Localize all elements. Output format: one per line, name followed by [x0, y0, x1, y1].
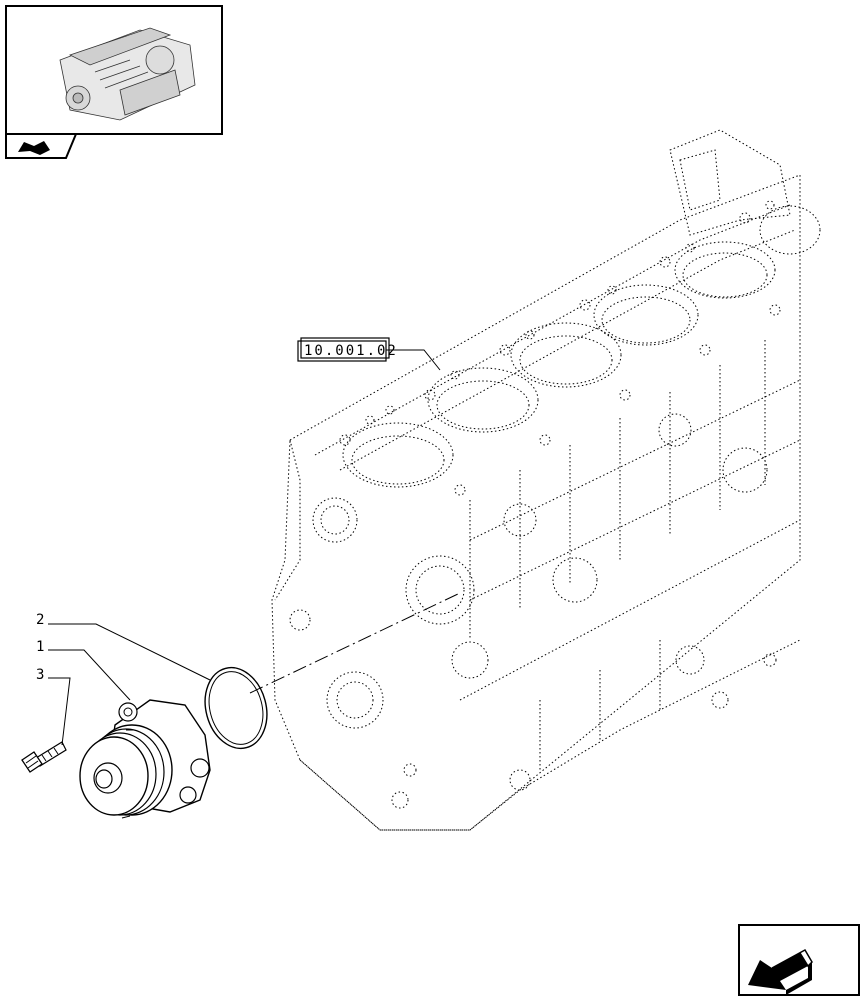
block-side-ribs	[459, 340, 801, 701]
deck-bolt-holes	[339, 200, 781, 496]
callout-1: 1	[36, 639, 131, 701]
block-front-features	[274, 413, 801, 831]
callout-3: 3	[36, 667, 71, 746]
previous-page-arrow-icon[interactable]	[738, 924, 860, 996]
callout-number: 2	[36, 612, 44, 628]
cylinder-bores	[342, 205, 821, 488]
callout-number: 1	[36, 639, 44, 655]
bolt[interactable]	[21, 741, 67, 773]
gasket-o-ring[interactable]	[196, 661, 275, 756]
reference-box[interactable]: 10.001.02	[297, 337, 441, 371]
book-arrow-icon[interactable]	[5, 133, 78, 159]
reference-label: 10.001.02	[304, 343, 398, 359]
engine-block	[249, 129, 821, 831]
callout-number: 3	[36, 667, 44, 683]
water-pump[interactable]	[79, 699, 211, 819]
callout-2: 2	[36, 612, 211, 681]
engine-thumbnail-icon[interactable]	[5, 5, 223, 135]
